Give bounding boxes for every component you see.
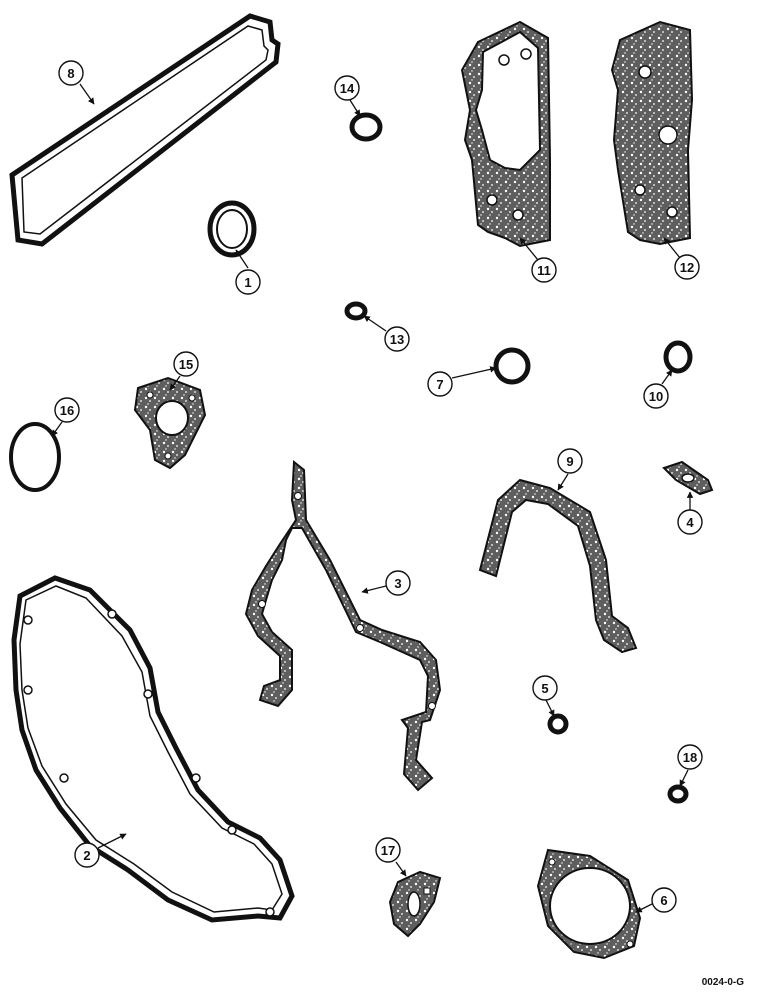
callout-12: 12 (674, 254, 700, 280)
callout-14: 14 (334, 75, 360, 101)
part-16-large-o-ring (9, 422, 61, 492)
part-3-timing-cover-gasket (244, 460, 442, 792)
callout-16: 16 (54, 397, 80, 423)
callout-3: 3 (385, 570, 411, 596)
callouts: 8 1 14 11 12 13 7 10 16 15 4 9 3 2 5 18 … (54, 60, 703, 913)
part-4-small-flange-gasket (662, 460, 714, 496)
callout-18: 18 (677, 744, 703, 770)
figure-code: 0024-0-G (701, 977, 744, 988)
svg-text:17: 17 (381, 843, 395, 858)
svg-text:1: 1 (244, 275, 251, 290)
callout-15: 15 (173, 351, 199, 377)
callout-8: 8 (58, 60, 84, 86)
part-17-plate-gasket (388, 870, 442, 938)
callout-9: 9 (557, 448, 583, 474)
svg-text:13: 13 (390, 332, 404, 347)
svg-text:2: 2 (83, 848, 90, 863)
svg-text:16: 16 (60, 403, 74, 418)
callout-2: 2 (74, 842, 100, 868)
svg-text:3: 3 (394, 576, 401, 591)
svg-text:11: 11 (537, 263, 551, 278)
svg-text:5: 5 (541, 681, 548, 696)
leader-lines (51, 83, 694, 913)
svg-text:12: 12 (680, 260, 694, 275)
svg-text:7: 7 (436, 377, 443, 392)
callout-17: 17 (375, 837, 401, 863)
svg-text:15: 15 (179, 357, 193, 372)
callout-10: 10 (643, 383, 669, 409)
callout-6: 6 (651, 887, 677, 913)
svg-text:4: 4 (686, 515, 694, 530)
callout-4: 4 (677, 509, 703, 535)
part-8-rocker-cover-gasket (9, 13, 281, 247)
callout-7: 7 (427, 371, 453, 397)
svg-text:14: 14 (340, 81, 355, 96)
part-13-washer (344, 301, 368, 321)
callout-1: 1 (235, 269, 261, 295)
svg-text:6: 6 (660, 893, 667, 908)
callout-13: 13 (384, 326, 410, 352)
part-1-seal-ring (207, 200, 257, 258)
part-14-o-ring (349, 112, 383, 142)
part-2-gear-cover-gasket (11, 575, 295, 923)
callout-11: 11 (531, 257, 557, 283)
part-18-washer (667, 784, 689, 804)
part-10-o-ring (663, 340, 693, 374)
part-12-plate-gasket (610, 20, 694, 246)
part-11-cover-gasket (460, 20, 551, 248)
svg-text:18: 18 (683, 750, 697, 765)
part-5-washer (547, 713, 569, 735)
part-6-round-flange-gasket (536, 848, 642, 960)
callout-5: 5 (532, 675, 558, 701)
svg-text:9: 9 (566, 454, 573, 469)
part-7-o-ring (493, 347, 531, 385)
part-9-arch-gasket (478, 478, 638, 654)
svg-text:10: 10 (649, 389, 663, 404)
svg-text:8: 8 (67, 66, 74, 81)
part-15-flange-gasket (133, 376, 207, 470)
